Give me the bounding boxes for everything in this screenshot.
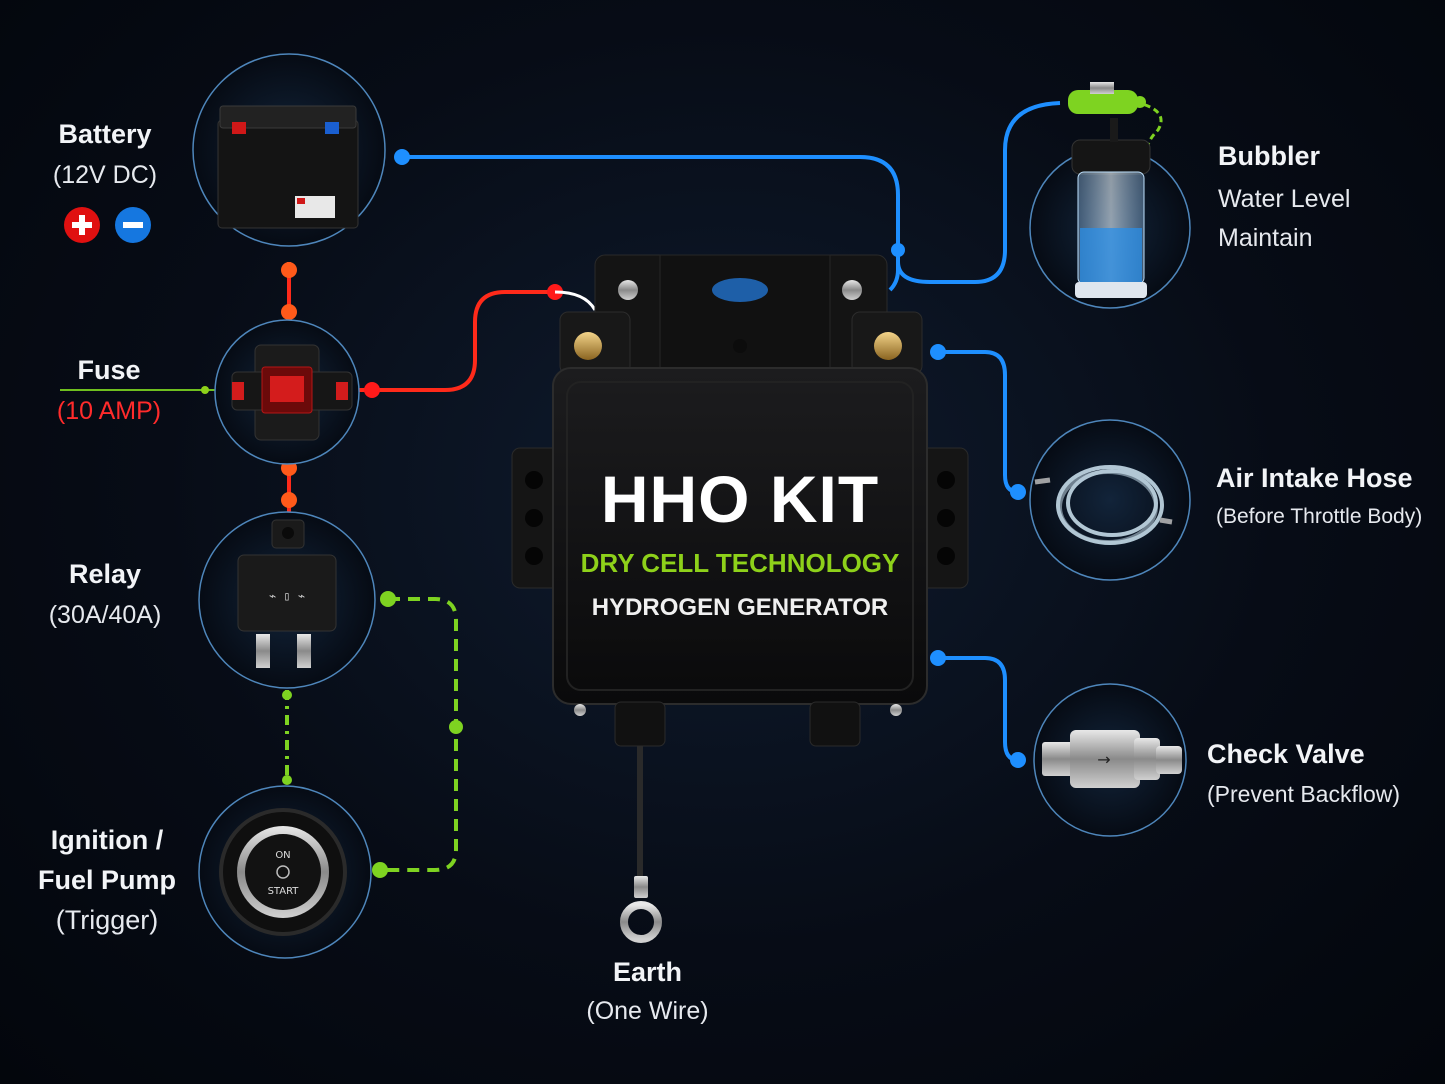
fuse-spec: (10 AMP) — [56, 396, 162, 425]
battery-label: Battery (12V DC) — [30, 118, 180, 191]
ignition-line3: (Trigger) — [55, 904, 159, 935]
bubbler-hose — [896, 101, 1061, 284]
air-intake-spec: (Before Throttle Body) — [1216, 504, 1423, 528]
product-title-block: HHO KIT DRY CELL TECHNOLOGY HYDROGEN GEN… — [560, 458, 920, 623]
coiled-hose-icon — [1034, 465, 1173, 545]
check-valve-label: Check Valve (Prevent Backflow) — [1207, 738, 1432, 809]
polarity-icons — [64, 207, 151, 243]
fuse-icon — [231, 344, 353, 441]
product-subtitle: DRY CELL TECHNOLOGY — [580, 547, 900, 578]
check-valve-title: Check Valve — [1207, 739, 1365, 769]
battery-icon — [217, 105, 359, 229]
bubbler-label: Bubbler Water Level Maintain — [1218, 140, 1418, 254]
svg-text:START: START — [268, 886, 300, 897]
product-title: HHO KIT — [600, 462, 880, 536]
earth-label: Earth (One Wire) — [560, 956, 735, 1027]
svg-text:→: → — [1097, 750, 1110, 769]
wiring — [60, 96, 1163, 880]
trigger-wire-relay-right — [380, 597, 458, 872]
air-intake-title: Air Intake Hose — [1216, 463, 1413, 493]
svg-text:ON: ON — [275, 850, 290, 861]
earth-spec: (One Wire) — [586, 996, 709, 1025]
ignition-line1: Ignition / — [50, 825, 164, 855]
hho-generator-unit — [511, 254, 969, 747]
ignition-label: Ignition / Fuel Pump (Trigger) — [22, 824, 192, 937]
relay-label: Relay (30A/40A) — [30, 558, 180, 631]
relay-icon: ⌁ ▯ ⌁ — [237, 519, 337, 668]
air-intake-label: Air Intake Hose (Before Throttle Body) — [1216, 462, 1441, 530]
negative-terminal-post-icon — [874, 332, 902, 360]
check-valve-line — [938, 656, 1019, 762]
bubbler-title: Bubbler — [1218, 141, 1321, 171]
product-tagline: HYDROGEN GENERATOR — [591, 594, 889, 621]
battery-spec: (12V DC) — [52, 160, 158, 189]
battery-title: Battery — [58, 119, 152, 149]
fuse-title: Fuse — [77, 355, 141, 385]
fuse-label: Fuse (10 AMP) — [34, 354, 184, 427]
ring-terminal-icon — [620, 876, 662, 943]
bubbler-line3: Maintain — [1218, 224, 1313, 252]
bubbler-bottle-icon — [1068, 82, 1151, 298]
negative-wire-battery — [402, 155, 900, 292]
svg-text:⌁ ▯ ⌁: ⌁ ▯ ⌁ — [269, 589, 305, 603]
relay-spec: (30A/40A) — [48, 600, 162, 629]
check-valve-spec: (Prevent Backflow) — [1207, 780, 1401, 807]
earth-title: Earth — [612, 957, 683, 987]
mount-screw-icon — [842, 280, 862, 300]
ignition-button-icon: ON START — [219, 808, 347, 936]
mount-screw-icon — [618, 280, 638, 300]
positive-terminal-post-icon — [574, 332, 602, 360]
check-valve-icon: → — [1042, 730, 1182, 788]
ignition-line2: Fuel Pump — [37, 864, 176, 895]
bubbler-line2: Water Level — [1218, 184, 1351, 213]
positive-wire-fuse-box — [352, 290, 555, 392]
relay-title: Relay — [68, 559, 142, 589]
